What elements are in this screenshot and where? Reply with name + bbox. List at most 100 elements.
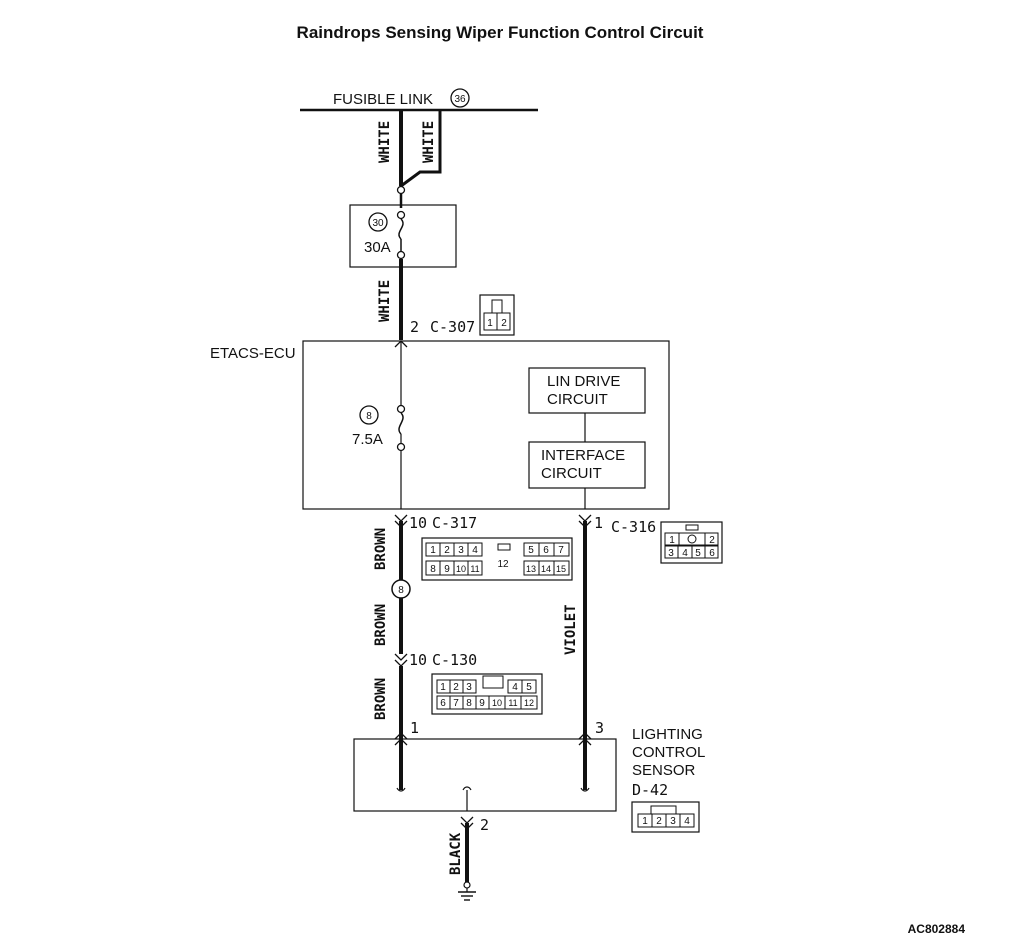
wire-label-black: BLACK: [448, 832, 464, 875]
sensor-pin-1: 1: [410, 719, 419, 737]
c316-pin-1: 1: [669, 535, 675, 546]
sensor-internal-end-right: [580, 787, 590, 792]
etacs-ecu-label: ETACS-ECU: [210, 345, 296, 362]
diagram-code: AC802884: [908, 922, 966, 936]
wire-label-white-right: WHITE: [421, 121, 437, 163]
d42-pin-3: 3: [670, 816, 676, 827]
c130-pin-3: 3: [466, 682, 472, 693]
c130-id: C-130: [432, 651, 477, 669]
white-wire-right: [400, 110, 442, 188]
c130-bottom-row: [436, 695, 538, 710]
c317-pin-14: 14: [541, 564, 551, 574]
c316-pin-3: 3: [668, 548, 674, 559]
c317-pin-13: 13: [526, 564, 536, 574]
c130-connector: [431, 673, 543, 715]
c317-pin-11: 11: [470, 564, 479, 574]
fuse-30-terminal-a: [396, 210, 406, 220]
sensor-pin-3-arrow-b: [578, 732, 592, 740]
lin-drive-circuit-box: [528, 367, 646, 414]
fuse-8-terminal-a: [396, 404, 406, 414]
c317-pin: 10: [409, 514, 427, 532]
c316-connector: [660, 521, 723, 564]
c317-id: C-317: [432, 514, 477, 532]
c317-connector: [421, 537, 573, 581]
c317-pin-3: 3: [458, 545, 464, 556]
fuse-8-terminal-b: [396, 442, 406, 452]
c317-latch: [497, 543, 511, 551]
fuse-30-rating: 30A: [364, 239, 391, 256]
c317-pin-1: 1: [430, 545, 436, 556]
ground-pin-arrow-a: [460, 816, 474, 824]
fuse-8-element: [398, 412, 404, 435]
wire-label-violet: VIOLET: [563, 604, 579, 655]
fuse-30-terminal-top: [396, 185, 406, 195]
fuse-30-number: 30: [372, 218, 384, 229]
c317-pin-10: 10: [456, 564, 466, 574]
c307-connector: [479, 294, 515, 336]
c130-pin-11: 11: [508, 698, 517, 708]
c130-pin-12: 12: [524, 698, 534, 708]
c130-pin-8: 8: [466, 698, 472, 709]
c317-pin-8: 8: [430, 564, 436, 575]
fuse-8-number-circle: [359, 405, 379, 425]
c317-pin-15: 15: [556, 564, 566, 574]
fuse-30-terminal-b: [396, 250, 406, 260]
sensor-pin-2: 2: [480, 816, 489, 834]
wire-label-brown-2: BROWN: [373, 604, 389, 646]
c317-block-13-15: [523, 560, 570, 576]
c316-pin-4: 4: [682, 548, 688, 559]
sensor-pin-1-arrow-a: [394, 738, 408, 746]
c130-pin-5: 5: [526, 682, 532, 693]
c316-pin-6: 6: [709, 548, 715, 559]
interface-label-2: CIRCUIT: [541, 465, 602, 482]
c317-pin-6: 6: [543, 545, 549, 556]
c317-block-5-7: [523, 542, 570, 557]
sensor-pin-3: 3: [595, 719, 604, 737]
c316-id: C-316: [611, 518, 656, 536]
c307-pin-1: 1: [487, 318, 493, 329]
c307-id: C-307: [430, 318, 475, 336]
c317-pin-12: 12: [497, 559, 509, 570]
c307-pin: 2: [410, 318, 419, 336]
fuse-8-number: 8: [366, 411, 372, 422]
c130-pin-7: 7: [453, 698, 459, 709]
lin-drive-label-1: LIN DRIVE: [547, 373, 620, 390]
d42-latch: [650, 805, 677, 814]
c130-pin-4: 4: [512, 682, 518, 693]
c316-arrow-top: [578, 514, 592, 522]
c130-pin: 10: [409, 651, 427, 669]
interface-label-1: INTERFACE: [541, 447, 625, 464]
c307-pin-2: 2: [501, 318, 507, 329]
c130-pin-6: 6: [440, 698, 446, 709]
c130-pin-10: 10: [492, 698, 502, 708]
c317-pin-2: 2: [444, 545, 450, 556]
c307-latch: [491, 299, 503, 313]
d42-pin-4: 4: [684, 816, 690, 827]
c130-pin-9: 9: [479, 698, 485, 709]
ground-icon: [458, 881, 476, 901]
c317-pin-4: 4: [472, 545, 478, 556]
d42-connector: [631, 801, 700, 833]
wire-label-white-lower: WHITE: [377, 280, 393, 322]
sensor-internal-end-left: [396, 787, 406, 792]
fuse-8-rating: 7.5A: [352, 431, 383, 448]
d42-id: D-42: [632, 781, 668, 799]
sensor-label-1: LIGHTING: [632, 726, 703, 743]
c317-arrow-top: [394, 514, 408, 522]
c130-pin-1: 1: [440, 682, 446, 693]
wire-label-white-left: WHITE: [377, 121, 393, 163]
c317-pin-9: 9: [444, 564, 450, 575]
interface-circuit-box: [528, 441, 646, 489]
c130-latch: [482, 675, 504, 689]
sensor-pin-3-arrow-a: [578, 738, 592, 746]
fuse-30-number-circle: [368, 212, 388, 232]
fuse-30-element: [398, 218, 404, 240]
fusible-link-number-circle: [450, 88, 470, 108]
wire-label-brown-3: BROWN: [373, 678, 389, 720]
c130-arrow-top: [394, 653, 408, 661]
d42-pin-2: 2: [656, 816, 662, 827]
c316-latch: [685, 524, 699, 531]
c316-top-row: [664, 532, 719, 546]
diagram-title: Raindrops Sensing Wiper Function Control…: [297, 23, 704, 42]
